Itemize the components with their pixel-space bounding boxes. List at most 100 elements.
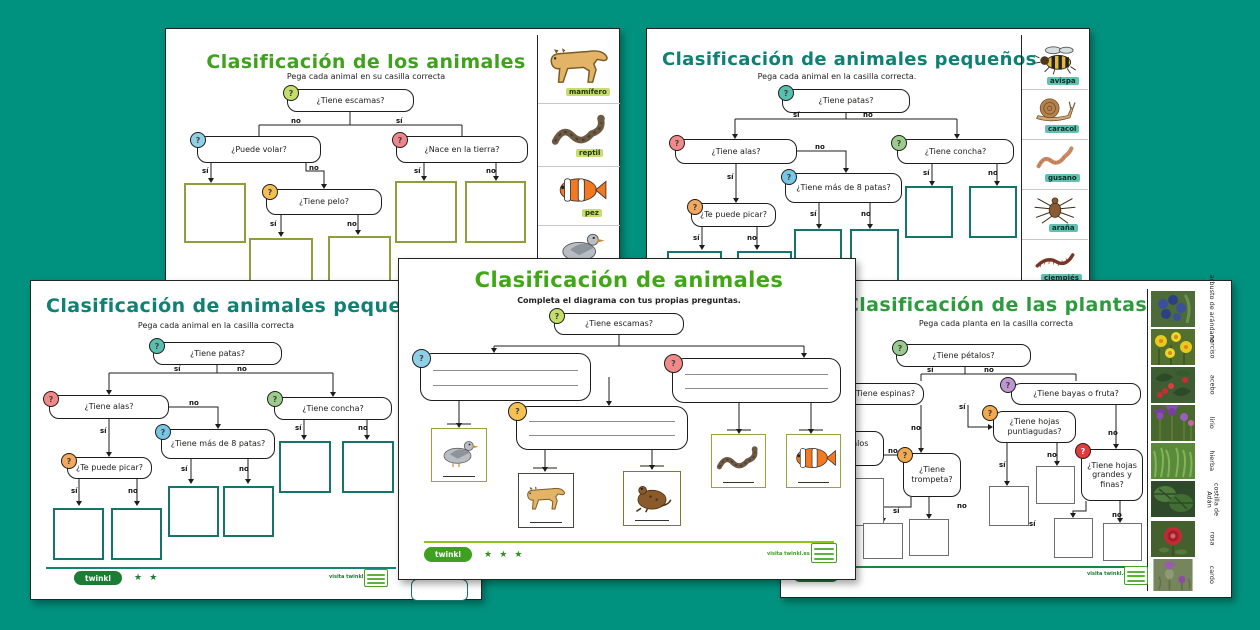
page-subtitle: Pega cada animal en la casilla correcta — [137, 321, 295, 330]
branch-no: no — [239, 465, 249, 473]
branch-si: sí — [727, 173, 734, 181]
difficulty-stars: ★ ★ ★ — [484, 550, 525, 560]
question-marker-orange: ? — [982, 405, 998, 421]
branch-si: sí — [999, 461, 1006, 469]
twinkl-logo: twinkl — [74, 571, 122, 585]
branch-no: no — [747, 234, 757, 242]
question-marker-purple: ? — [1000, 377, 1016, 393]
question-puede-volar: ¿Puede volar? — [197, 136, 321, 163]
page-subtitle: Pega cada planta en la casilla correcta — [918, 319, 1074, 328]
branch-si: sí — [181, 465, 188, 473]
branch-no: no — [957, 502, 967, 510]
branch-si: sí — [810, 210, 817, 218]
question-tiene-alas: ¿Tiene alas? — [49, 395, 169, 419]
question-tiene-pelo: ¿Tiene pelo? — [266, 189, 382, 215]
question-marker-teal: ? — [149, 338, 165, 354]
twinkl-stamp — [1124, 566, 1148, 585]
strip-label-cardo: cardo — [1208, 565, 1217, 585]
question-marker-green: ? — [549, 308, 565, 324]
footer-rule — [424, 541, 834, 543]
question-te-puede-picar: ¿Te puede picar? — [691, 203, 776, 227]
twinkl-stamp — [364, 569, 388, 587]
question-marker-orange: ? — [687, 199, 703, 215]
paste-box — [465, 181, 526, 243]
twinkl-logo: twinkl — [424, 547, 472, 562]
question-nace-en-la-tierra: ¿Nace en la tierra? — [396, 136, 528, 163]
pigeon-box — [431, 428, 487, 482]
question-marker-teal: ? — [778, 85, 794, 101]
paste-box — [168, 486, 219, 537]
branch-si: sí — [793, 111, 800, 119]
question-mas-de-8-patas: ¿Tiene más de 8 patas? — [161, 429, 275, 459]
question-hojas-grandes-finas: ¿Tiene hojas grandes y finas? — [1081, 449, 1143, 501]
branch-no: no — [1047, 451, 1057, 459]
branch-no: no — [358, 424, 368, 432]
paste-box — [1036, 466, 1075, 504]
paste-box — [989, 486, 1029, 526]
branch-no: no — [863, 111, 873, 119]
paste-box — [905, 186, 953, 238]
question-marker-red: ? — [392, 132, 408, 148]
question-marker-orange: ? — [508, 402, 527, 421]
visit-link: visita twinkl.es — [329, 574, 372, 580]
footer-rule — [851, 566, 1143, 568]
worksheet-clasificacion-animales-centro[interactable]: Clasificación de animales Completa el di… — [398, 258, 856, 580]
branch-no: no — [911, 424, 921, 432]
branch-no: no — [888, 447, 898, 455]
blank-question-box-right — [672, 358, 841, 403]
narciso-image — [1151, 329, 1195, 365]
page-title: Clasificación de las plantas — [844, 294, 1148, 316]
paste-box — [909, 519, 949, 556]
page-subtitle: Pega cada animal en la casilla correcta. — [757, 72, 917, 81]
question-marker-pink: ? — [43, 391, 59, 407]
question-marker-blue: ? — [781, 169, 797, 185]
strip-label-narciso: narciso — [1208, 335, 1217, 359]
hierba-image — [1151, 443, 1195, 479]
question-bayas-o-fruta: ¿Tiene bayas o fruta? — [1011, 383, 1141, 405]
paste-box — [279, 441, 331, 493]
branch-si: sí — [893, 507, 900, 515]
snake-image — [715, 438, 762, 478]
difficulty-stars: ★ ★ — [134, 573, 160, 583]
branch-si: sí — [202, 167, 209, 175]
question-marker-pink: ? — [664, 354, 683, 373]
puma-image — [522, 477, 570, 517]
question-tiene-alas: ¿Tiene alas? — [675, 139, 797, 164]
footer-rule — [46, 567, 396, 569]
clownfish-box — [786, 434, 841, 488]
page-title: Clasificación de animales pequeños — [46, 295, 441, 317]
puma-box — [518, 473, 574, 528]
page-subtitle: Completa el diagrama con tus propias pre… — [517, 296, 741, 305]
branch-no: no — [309, 164, 319, 172]
branch-no: no — [291, 117, 301, 125]
visit-link: visita twinkl.es — [1087, 571, 1130, 577]
question-mas-de-8-patas: ¿Tiene más de 8 patas? — [785, 173, 902, 203]
question-marker-orange: ? — [897, 447, 913, 463]
strip-label-ciempies: ciempiés — [1041, 274, 1082, 282]
strip-divider — [1147, 289, 1148, 591]
ave-image — [548, 227, 614, 267]
branch-si: sí — [923, 169, 930, 177]
branch-no: no — [815, 143, 825, 151]
frog-box — [623, 471, 681, 526]
caracol-image — [1025, 93, 1083, 125]
branch-si: sí — [71, 487, 78, 495]
branch-no: no — [988, 169, 998, 177]
strip-label-pez: pez — [582, 209, 602, 217]
blank-question-box-middle — [516, 406, 688, 450]
paste-box — [342, 441, 394, 493]
question-hojas-puntiagudas: ¿Tiene hojas puntiagudas? — [993, 411, 1076, 443]
lirio-image — [1151, 405, 1195, 441]
question-marker-orange: ? — [262, 184, 278, 200]
strip-label-acebo: acebo — [1208, 375, 1217, 395]
question-tiene-patas: ¿Tiene patas? — [782, 89, 910, 113]
snake-box — [711, 434, 766, 488]
twinkl-stamp — [811, 543, 837, 563]
strip-label-avispa: avispa — [1047, 77, 1079, 85]
question-marker-green: ? — [891, 135, 907, 151]
branch-no: no — [861, 210, 871, 218]
branch-si: sí — [100, 427, 107, 435]
pigeon-image — [435, 432, 483, 472]
connector-lines — [208, 111, 499, 237]
